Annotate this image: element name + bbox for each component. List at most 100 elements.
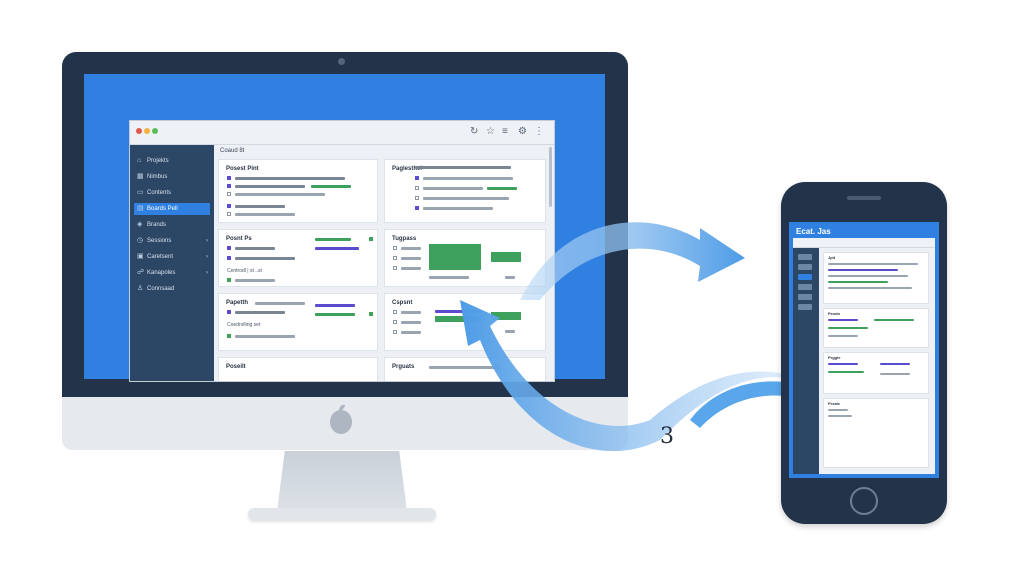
list-item — [415, 166, 511, 169]
green-action-button[interactable] — [491, 252, 521, 262]
mobile-card-title: Pesdo — [828, 311, 841, 316]
card-title: Papetth — [226, 300, 249, 306]
settings-icon[interactable]: ⚙ — [518, 126, 527, 137]
checkbox[interactable] — [393, 310, 397, 314]
star-icon[interactable]: ☆ — [486, 126, 495, 137]
progress-bar — [315, 247, 359, 250]
mobile-main-content: Jplt Pesdo Prggle — [819, 248, 935, 474]
users-icon: ☍ — [137, 269, 145, 276]
green-action-button[interactable] — [491, 312, 521, 320]
checkbox[interactable] — [393, 330, 397, 334]
refresh-icon[interactable]: ↻ — [470, 126, 479, 137]
mobile-card: Prggle — [823, 352, 929, 394]
green-status-block[interactable] — [429, 244, 481, 270]
mobile-browser-toolbar — [793, 238, 935, 248]
chevron-right-icon: › — [206, 254, 208, 260]
checkbox[interactable] — [415, 196, 419, 200]
card-title: Paglesthei — [392, 166, 423, 172]
checkbox[interactable] — [227, 334, 231, 338]
home-icon: ⌂ — [137, 157, 142, 164]
list-item — [828, 263, 918, 265]
sidebar-item-kanapoles[interactable]: ☍ Kanapoles › — [134, 267, 210, 279]
mobile-app-bar: Ecat. Jas — [793, 226, 935, 238]
checkbox[interactable] — [393, 320, 397, 324]
list-item — [235, 193, 325, 196]
list-item — [874, 319, 914, 321]
grid-icon: ▦ — [137, 173, 144, 180]
list-item — [828, 269, 898, 271]
list-item — [235, 205, 285, 208]
green-status-block[interactable] — [435, 316, 481, 322]
sidebar-item-nimbus[interactable]: ▦ Nimbus — [134, 171, 210, 183]
checkbox[interactable] — [227, 204, 231, 208]
progress-bar — [435, 310, 481, 313]
checkbox[interactable] — [369, 237, 373, 241]
sidebar-item-label: Boards Pell — [147, 206, 178, 212]
mobile-sidebar-item[interactable] — [798, 254, 812, 260]
main-content: Coaud 8t Posest Pint — [214, 145, 554, 381]
checkbox[interactable] — [227, 184, 231, 188]
mobile-sidebar-item[interactable] — [798, 264, 812, 270]
checkbox[interactable] — [227, 310, 231, 314]
list-item — [401, 321, 421, 324]
person-icon: ♙ — [137, 285, 144, 292]
sidebar-item-caretsent[interactable]: ▣ Caretsent › — [134, 251, 210, 263]
list-item — [828, 275, 908, 277]
checkbox[interactable] — [415, 206, 419, 210]
monitor-stand — [277, 451, 407, 511]
chevron-right-icon: › — [206, 238, 208, 244]
sidebar-item-label: Connsaad — [147, 286, 175, 292]
checkbox[interactable] — [369, 312, 373, 316]
checkbox[interactable] — [227, 176, 231, 180]
menu-icon[interactable]: ≡ — [502, 126, 508, 137]
close-window-button[interactable] — [136, 128, 142, 134]
list-item — [828, 319, 858, 321]
card-title: Prguats — [392, 364, 415, 370]
mobile-sidebar — [793, 248, 819, 474]
list-item — [505, 276, 515, 279]
mobile-sidebar-item[interactable] — [798, 294, 812, 300]
maximize-window-button[interactable] — [152, 128, 158, 134]
checkbox[interactable] — [227, 192, 231, 196]
checkbox[interactable] — [393, 246, 397, 250]
list-item — [235, 311, 285, 314]
checkbox[interactable] — [227, 278, 231, 282]
folder-icon: ▭ — [137, 189, 144, 196]
home-button[interactable] — [850, 487, 878, 515]
extensions-icon[interactable]: ⋮ — [534, 126, 544, 137]
mobile-sidebar-item[interactable] — [798, 304, 812, 310]
checkbox[interactable] — [227, 212, 231, 216]
list-item — [828, 409, 848, 411]
calendar-icon: ▣ — [137, 253, 144, 260]
scrollbar[interactable] — [549, 147, 552, 207]
sidebar-item-connsaad[interactable]: ♙ Connsaad — [134, 283, 210, 295]
checkbox[interactable] — [393, 256, 397, 260]
sidebar-item-label: Kanapoles — [147, 270, 176, 276]
checkbox[interactable] — [393, 266, 397, 270]
mobile-sidebar-item-active[interactable] — [798, 274, 812, 280]
card-title: Posnt Ps — [226, 236, 252, 242]
monitor-bezel: ↻ ☆ ≡ ⚙ ⋮ ⌂ Projekts ▦ Nimbus — [62, 52, 628, 397]
checkbox[interactable] — [415, 186, 419, 190]
mobile-sidebar-item[interactable] — [798, 284, 812, 290]
sidebar-item-boards[interactable]: ▤ Boards Pell — [134, 203, 210, 215]
checkbox[interactable] — [227, 256, 231, 260]
list-item — [401, 267, 421, 270]
desktop-monitor: ↻ ☆ ≡ ⚙ ⋮ ⌂ Projekts ▦ Nimbus — [62, 52, 628, 450]
mobile-card: Prsale — [823, 398, 929, 468]
checkbox[interactable] — [415, 176, 419, 180]
progress-bar — [315, 304, 355, 307]
list-item — [828, 371, 864, 373]
list-item — [828, 281, 888, 283]
list-item — [235, 279, 275, 282]
minimize-window-button[interactable] — [144, 128, 150, 134]
sidebar-item-brands[interactable]: ◈ Brands — [134, 219, 210, 231]
checkbox[interactable] — [227, 246, 231, 250]
sidebar-item-projekts[interactable]: ⌂ Projekts — [134, 155, 210, 167]
sidebar-item-contents[interactable]: ▭ Contents — [134, 187, 210, 199]
sidebar-item-sessions[interactable]: ◷ Sessions › — [134, 235, 210, 247]
card-cspsnt: Cspsnt — [384, 293, 546, 351]
list-item — [828, 327, 868, 329]
sidebar-item-label: Projekts — [147, 158, 169, 164]
list-item — [423, 197, 509, 200]
